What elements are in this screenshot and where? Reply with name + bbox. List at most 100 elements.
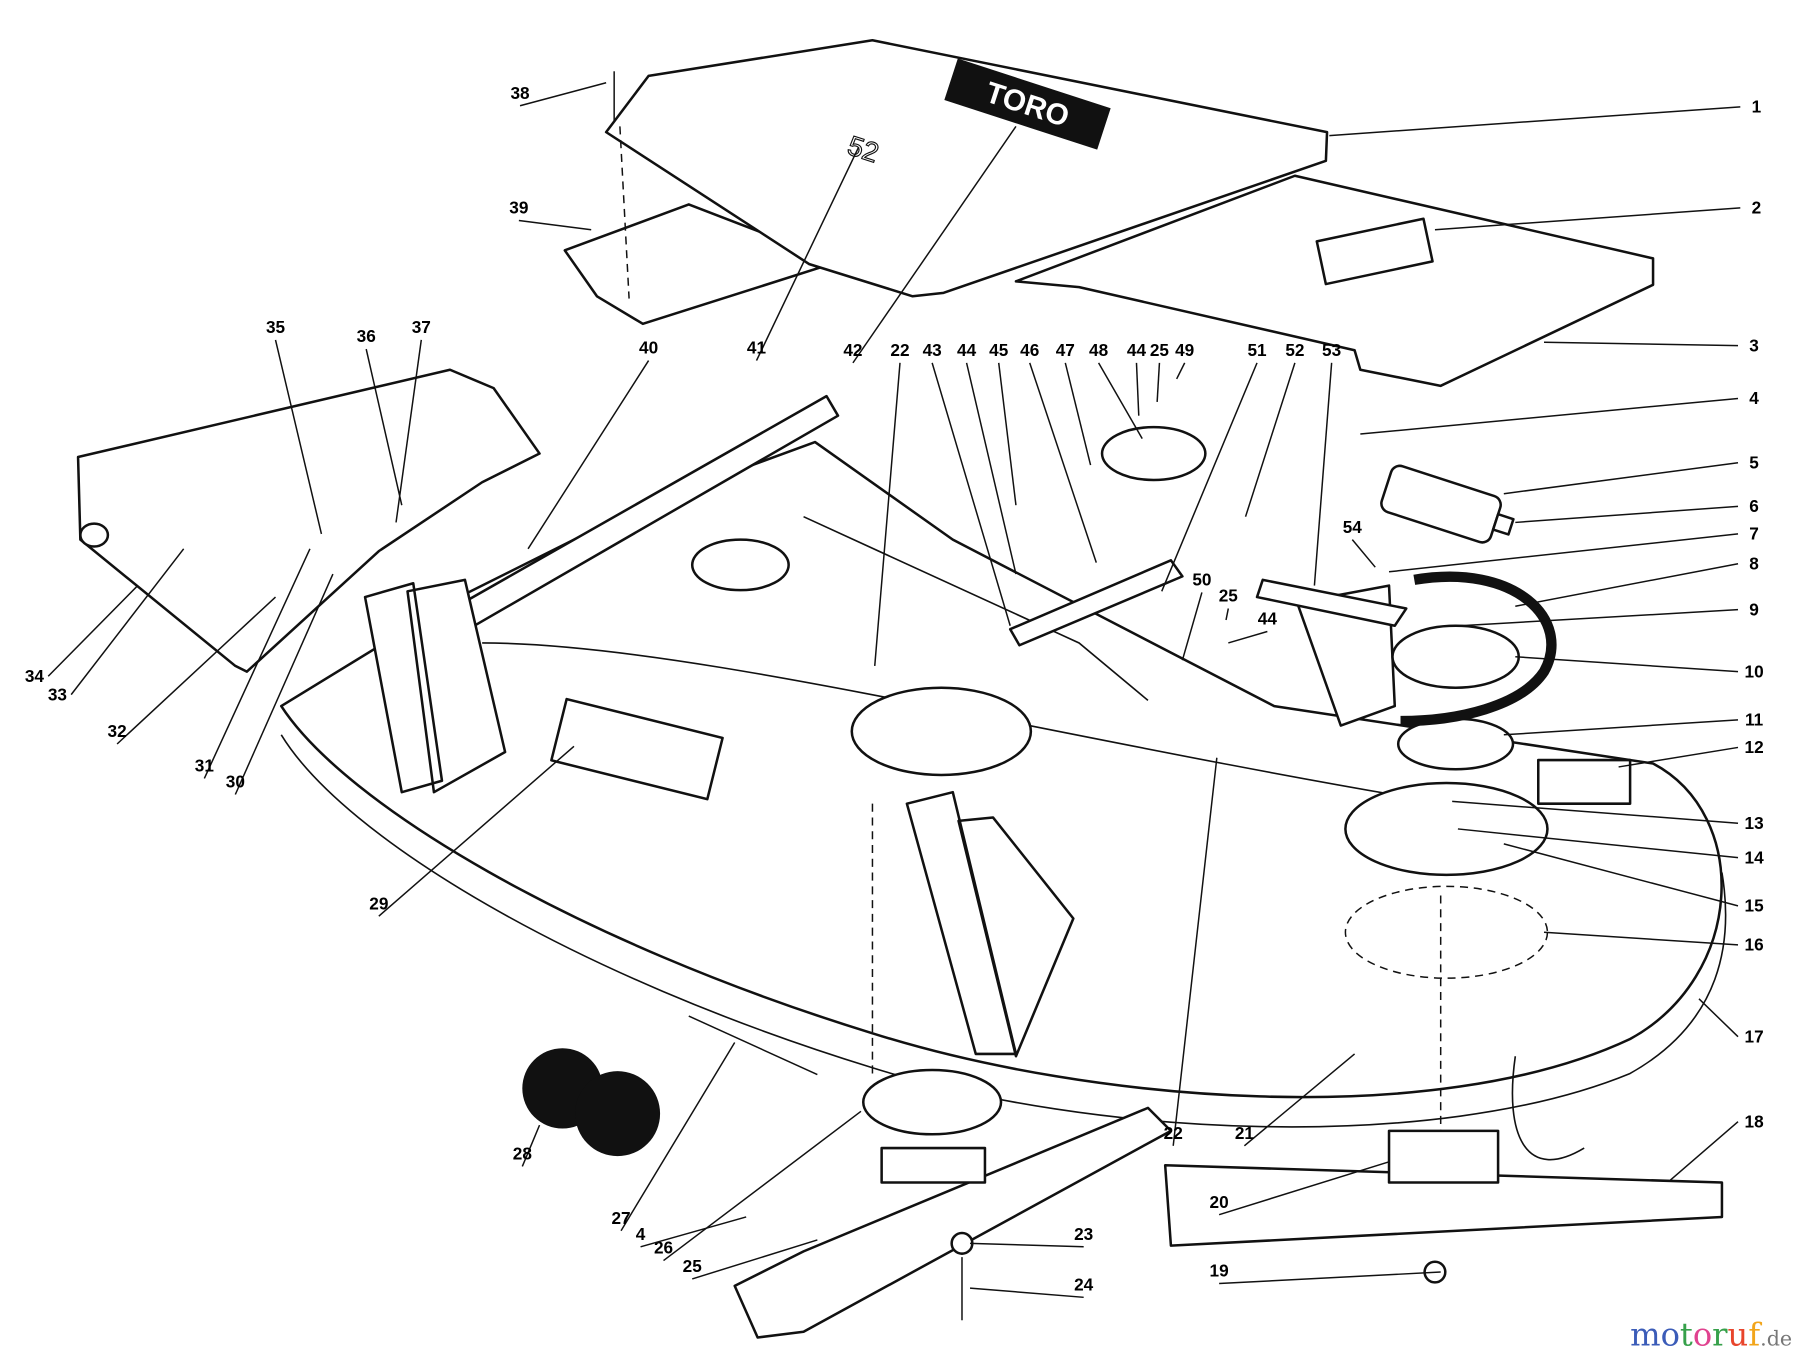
leader-line [1175,362,1186,380]
callout-34: 34 [25,666,45,686]
callout-14: 14 [1745,847,1765,867]
wheel-28b [575,1071,661,1157]
leader-line [852,125,1017,364]
leader-line [1172,757,1218,1146]
leader-line [395,339,423,523]
callout-27: 27 [611,1208,630,1228]
spindle-11 [1396,717,1515,771]
callout-1: 1 [1752,97,1762,117]
leader-line [1515,563,1739,607]
watermark-suffix: .de [1760,1327,1792,1351]
leader-line [1156,362,1161,402]
leader-line [203,548,311,779]
callout-29: 29 [369,893,388,913]
leader-line [1515,505,1739,524]
callout-9: 9 [1749,599,1759,619]
leader-line [1135,362,1140,416]
callout-46: 46 [1020,340,1039,360]
callout-2: 2 [1752,198,1762,218]
leader-line [527,360,650,550]
callout-42: 42 [843,340,862,360]
leader-line [1351,539,1376,568]
callout-21: 21 [1235,1123,1255,1143]
leader-line [640,1216,747,1248]
leader-line [1097,362,1143,440]
leader-line [620,1042,736,1232]
leader-line [365,348,403,506]
decal-2 [1315,217,1434,286]
leader-line [1618,746,1739,768]
callout-7: 7 [1749,524,1759,544]
callout-15: 15 [1745,896,1765,916]
leader-line [1669,1121,1739,1181]
callout-5: 5 [1749,452,1759,472]
callout-8: 8 [1749,554,1759,574]
watermark-letter: m [1630,1316,1660,1354]
callout-51: 51 [1247,340,1267,360]
callout-32: 32 [108,721,127,741]
callout-53: 53 [1322,340,1341,360]
leader-line [1503,719,1739,736]
callout-25: 25 [683,1256,703,1276]
leader-line [1181,592,1203,661]
leader-line [1434,207,1741,231]
blade-18 [1163,1164,1724,1247]
leader-line [521,1124,541,1167]
leader-line [1452,800,1739,824]
watermark-letter: o [1693,1316,1712,1354]
pulley-10 [1391,624,1521,690]
idler-arm-53 [1255,578,1408,628]
pulley-48 [1100,425,1207,482]
leader-line [1029,362,1098,563]
callout-24: 24 [1074,1274,1094,1294]
callout-labels: 1234567891011121314151617181920212223242… [25,82,1765,1299]
callout-41: 41 [747,338,767,358]
leader-line [755,146,860,361]
leader-line [519,82,607,107]
watermark-letter: t [1680,1316,1693,1354]
callout-44: 44 [1258,609,1278,629]
callout-22: 22 [890,340,909,360]
leader-line [1225,608,1230,621]
leader-line [116,596,277,745]
callout-26: 26 [654,1238,673,1258]
leader-line [1503,462,1739,495]
leader-line [47,585,139,677]
axle-27 [688,1015,818,1076]
leader-line [378,745,575,917]
callout-47: 47 [1056,340,1075,360]
decal-29 [550,697,724,801]
hidden-line [619,126,630,299]
leader-line [1460,608,1739,627]
callout-23: 23 [1074,1224,1093,1244]
leader-line [1313,362,1333,586]
left-belt-cover [76,368,541,673]
callout-36: 36 [357,326,376,346]
pulley-left [690,538,790,592]
leader-line [931,362,1011,626]
center-cover-1 [604,39,1329,298]
callout-4: 4 [636,1224,646,1244]
callout-54: 54 [1343,517,1363,537]
leader-line [1503,843,1739,907]
callout-35: 35 [266,317,286,337]
callout-12: 12 [1745,737,1764,757]
blade-adapter-left [880,1146,987,1184]
belt-8 [1400,571,1557,727]
blade-left [733,1106,1173,1339]
leader-line [1161,362,1258,592]
callout-44: 44 [957,340,977,360]
bracket-left [363,578,507,794]
callout-16: 16 [1745,935,1764,955]
watermark-letter: f [1748,1316,1762,1354]
motoruf-watermark: motoruf.de [1630,1316,1792,1354]
callout-40: 40 [639,338,658,358]
idler-arm-46 [1008,559,1184,647]
callout-48: 48 [1089,340,1109,360]
leader-line [1243,1053,1356,1147]
leader-line [1457,828,1739,859]
spindle-housing-left [850,686,1033,777]
watermark-letter: o [1661,1316,1680,1354]
spindle-under-left [862,1068,1003,1136]
leader-line [70,548,185,696]
